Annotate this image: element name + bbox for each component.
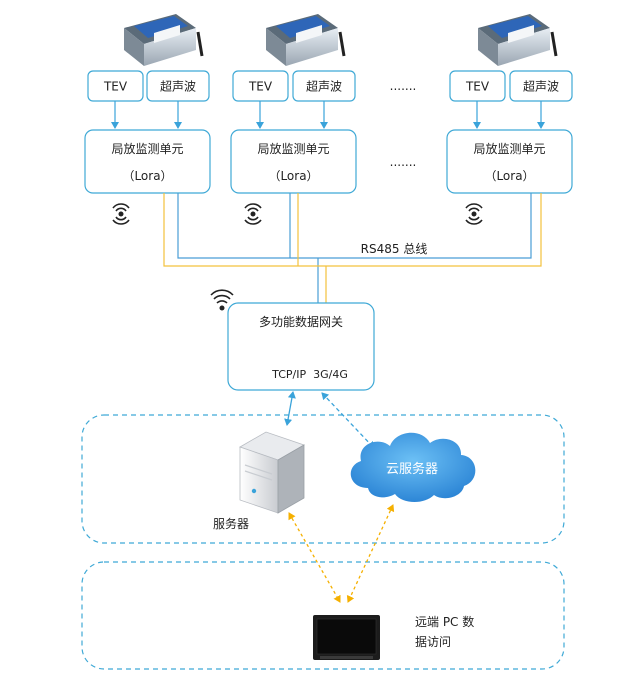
rs485-bus-yellow — [163, 193, 542, 303]
sensor-group-2: TEV 超声波 — [232, 70, 356, 102]
sensor-label-ultrasonic-1: 超声波 — [160, 79, 196, 94]
monitoring-unit-2: 局放监测单元 （Lora） — [230, 129, 357, 194]
sensor-label-ultrasonic-3: 超声波 — [523, 79, 559, 94]
cloud-label: 云服务器 — [386, 461, 438, 477]
server-pc-link — [288, 512, 341, 603]
sensor-arrows — [111, 101, 545, 129]
wireless-signal-icon-1 — [112, 203, 130, 225]
remote-pc-label-line1: 远端 PC 数 — [415, 614, 474, 629]
unit-title-2: 局放监测单元 — [257, 141, 329, 156]
unit-subtitle-1: （Lora） — [122, 169, 172, 183]
data-gateway: 多功能数据网关 TCP/IP 3G/4G — [227, 302, 375, 391]
sensor-group-3: TEV 超声波 — [449, 70, 573, 102]
server-label: 服务器 — [213, 516, 249, 531]
gateway-title: 多功能数据网关 — [259, 314, 343, 329]
wireless-signal-icon-2 — [244, 203, 262, 225]
gateway-cloud-link — [321, 392, 375, 449]
device-icon-2 — [266, 14, 346, 66]
unit-subtitle-2: （Lora） — [268, 169, 318, 183]
server-icon — [239, 431, 305, 514]
sensor-label-tev-2: TEV — [248, 80, 273, 94]
cloud-icon: 云服务器 — [350, 432, 476, 503]
device-icon-1 — [124, 14, 204, 66]
monitor-icon — [313, 615, 380, 660]
unit-title-1: 局放监测单元 — [111, 141, 183, 156]
gateway-server-link — [284, 391, 296, 426]
remote-pc-label-line2: 据访问 — [415, 635, 451, 649]
monitoring-unit-1: 局放监测单元 （Lora） — [84, 129, 211, 194]
wireless-signal-icon-3 — [465, 203, 483, 225]
gateway-wifi-icon — [210, 289, 234, 311]
sensor-group-1: TEV 超声波 — [87, 70, 210, 102]
ellipsis-top: ....... — [390, 79, 417, 93]
rs485-bus-label: RS485 总线 — [361, 242, 428, 256]
sensor-label-tev-1: TEV — [103, 80, 128, 94]
sensor-label-tev-3: TEV — [465, 80, 490, 94]
monitoring-unit-3: 局放监测单元 （Lora） — [446, 129, 573, 194]
gateway-protocol: TCP/IP 3G/4G — [271, 368, 348, 381]
unit-subtitle-3: （Lora） — [484, 169, 534, 183]
server-region — [81, 414, 565, 544]
device-icon-3 — [478, 14, 558, 66]
ellipsis-middle: ....... — [390, 155, 417, 169]
sensor-label-ultrasonic-2: 超声波 — [306, 79, 342, 94]
cloud-pc-link — [346, 504, 395, 603]
unit-title-3: 局放监测单元 — [473, 141, 545, 156]
